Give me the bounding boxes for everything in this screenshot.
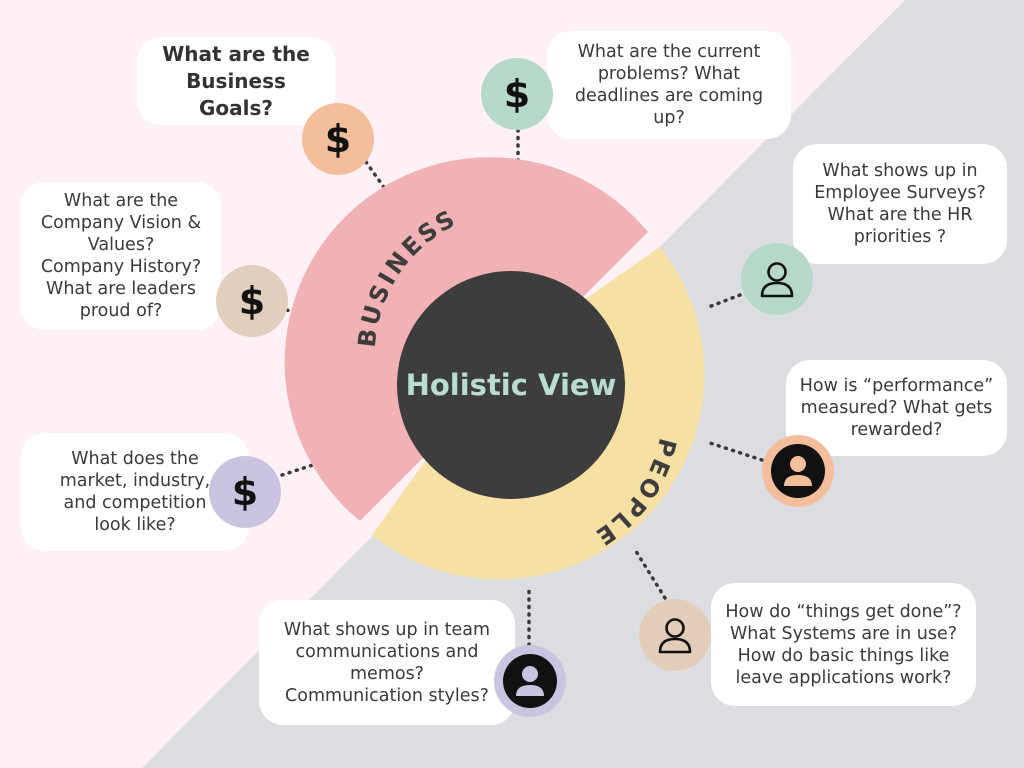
dollar-icon: $: [481, 58, 553, 130]
center-title: Holistic View: [405, 368, 617, 402]
person-filled-icon: [762, 435, 834, 507]
person-outline-icon: [741, 243, 813, 315]
prompt-market: What does the market, industry, and comp…: [21, 433, 249, 551]
prompt-company-vision: What are the Company Vision & Values? Co…: [21, 182, 221, 330]
business-ring-segment: [284, 157, 648, 521]
dollar-icon: $: [302, 103, 374, 175]
prompt-performance: How is “performance” measured? What gets…: [786, 360, 1007, 456]
connector-employee-surveys: [704, 293, 742, 310]
person-outline-icon: [639, 599, 711, 671]
center-circle: Holistic View: [397, 271, 625, 499]
connector-performance: [708, 441, 764, 462]
dollar-icon: $: [216, 265, 288, 337]
connector-market: [280, 460, 324, 477]
prompt-business-goals: What are the Business Goals?: [137, 37, 335, 125]
dollar-icon: $: [209, 456, 281, 528]
prompt-team-comms: What shows up in team communications and…: [259, 600, 515, 725]
person-filled-icon: [494, 645, 566, 717]
prompt-things-done: How do “things get done”? What Systems a…: [711, 583, 976, 706]
connector-things-done: [632, 546, 667, 600]
connector-business-goals: [364, 160, 402, 212]
prompt-employee-surveys: What shows up in Employee Surveys? What …: [793, 144, 1007, 264]
people-ring-segment: [372, 247, 705, 580]
prompt-current-problems: What are the current problems? What dead…: [547, 31, 791, 139]
